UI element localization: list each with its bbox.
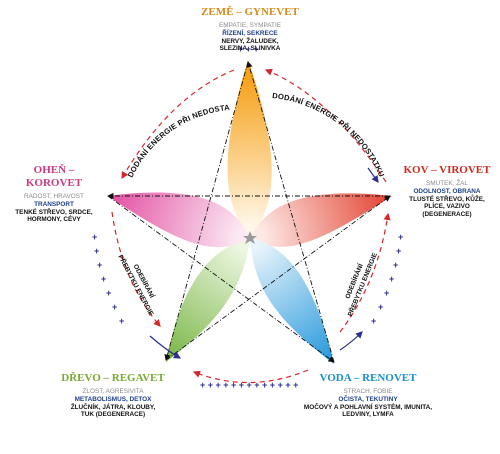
outer-cycle-arrows [111,68,391,384]
wood-title: DŘEVO – REGAVET [61,372,165,384]
svg-text:+: + [384,288,389,298]
svg-text:+: + [119,316,124,326]
water-function: OČISTA, TEKUTINY [338,395,398,403]
earth-title: ZEMĚ – GYNEVET [201,6,299,18]
svg-text:+: + [101,274,106,284]
svg-text:+: + [97,260,102,270]
fire-emotion: RADOST, HRAVOST [24,193,84,201]
svg-text:+: + [92,232,97,242]
svg-text:+: + [112,302,117,312]
metal-organs: TLUSTÉ STŘEVO, KŮŽE, PLÍCE, VAZIVO (DEGE… [409,195,485,218]
earth-organs: NERVY, ŽALUDEK, SLEZINA, SLINIVKA [219,37,281,53]
water-title: VODA – RENOVET [319,372,417,384]
petal-fire [108,192,250,248]
petal-water [250,238,334,364]
petal-wood [166,238,250,362]
svg-text:+ + + + + + + + + + + + +: + + + + + + + + + + + + + [200,380,298,390]
metal-emotion: SMUTEK, ŽAL [426,180,468,188]
earth-emotion: EMPATIE, SYMPATIE [218,22,282,30]
svg-text:+: + [398,232,403,242]
element-metal: KOV – VIROVET SMUTEK, ŽAL ODOLNOST, OBRA… [396,164,498,219]
metal-function: ODOLNOST, OBRANA [413,187,481,195]
five-point-star-icon [243,231,257,244]
fire-function: TRANSPORT [34,201,74,209]
metal-title: KOV – VIROVET [403,164,491,176]
svg-text:+: + [396,246,401,256]
wood-organs: ŽLUČNÍK, JÁTRA, KLOUBY, TUK (DEGENERACE) [70,403,156,419]
wood-function: METABOLISMUS, DETOX [74,395,152,403]
element-earth: ZEMĚ – GYNEVET EMPATIE, SYMPATIE ŘÍZENÍ,… [190,6,310,53]
svg-text:+: + [389,274,394,284]
petal-earth [227,60,272,238]
svg-text:+: + [393,260,398,270]
element-fire: OHEŇ – KOROVET RADOST, HRAVOST TRANSPORT… [6,164,102,224]
svg-text:+: + [371,316,376,326]
svg-text:+ + +: + + + [238,44,259,54]
water-organs: MOČOVÝ A POHLAVNÍ SYSTÉM, IMUNITA, LEDVI… [303,403,433,419]
water-emotion: STRACH, FOBIE [343,388,393,396]
petal-metal [250,193,392,247]
supply-label-right: DODÁNÍ ENERGIE PŘI NEDOSTATKU [272,91,387,179]
fire-title: OHEŇ – KOROVET [25,164,83,190]
wood-emotion: ZLOST, AGRESIVITA [82,388,144,396]
svg-text:+: + [94,246,99,256]
svg-text:+: + [106,288,111,298]
drain-label-left: ODEBÍRÁNÍ PŘEBYTKU ENERGIE [116,253,157,318]
drain-label-right: ODEBÍRÁNÍ PŘEBYTKU ENERGIE [343,251,380,318]
fire-organs: TENKÉ STŘEVO, SRDCE, HORMONY, CÉVY [15,208,93,224]
svg-text:+: + [378,302,383,312]
element-water: VODA – RENOVET STRACH, FOBIE OČISTA, TEK… [296,372,440,419]
blue-plus-arcs: + + + ++++ +++ ++++ +++ + + + + + + + + … [92,44,403,390]
element-wood: DŘEVO – REGAVET ZLOST, AGRESIVITA METABO… [56,372,170,419]
pentagram-lines [107,61,391,363]
earth-function: ŘÍZENÍ, SEKRECE [222,29,278,37]
